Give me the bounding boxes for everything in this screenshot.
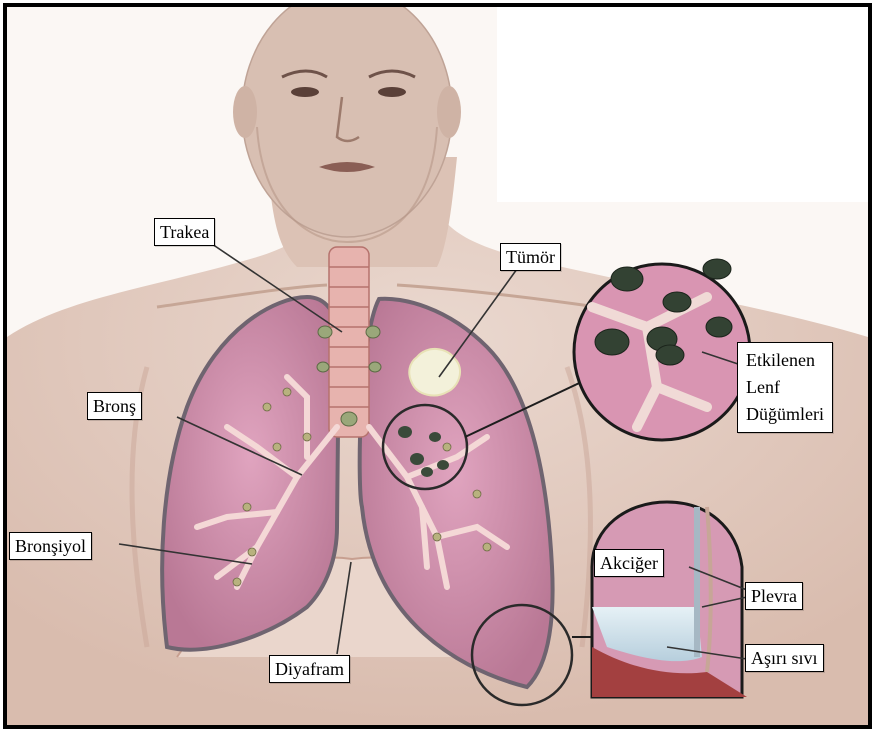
label-lymph-line-3: Düğümleri <box>746 401 824 428</box>
label-excess-fluid: Aşırı sıvı <box>745 644 824 672</box>
label-lymph-line-1: Etkilenen <box>746 347 824 374</box>
label-tumor: Tümör <box>500 243 561 271</box>
label-lung: Akciğer <box>594 549 664 577</box>
trachea <box>329 247 369 437</box>
tumor-mass <box>409 349 460 396</box>
label-bronchus: Bronş <box>87 392 142 420</box>
label-pleura: Plevra <box>745 582 803 610</box>
diagram-frame: Trakea Tümör Bronş Bronşiyol Diyafram Et… <box>3 3 872 729</box>
label-trachea: Trakea <box>154 218 215 246</box>
label-diaphragm: Diyafram <box>269 655 350 683</box>
label-bronchiole: Bronşiyol <box>9 532 92 560</box>
label-affected-lymph-nodes: Etkilenen Lenf Düğümleri <box>737 342 833 433</box>
pleural-effusion-inset-icon <box>592 502 747 697</box>
label-lymph-line-2: Lenf <box>746 374 824 401</box>
